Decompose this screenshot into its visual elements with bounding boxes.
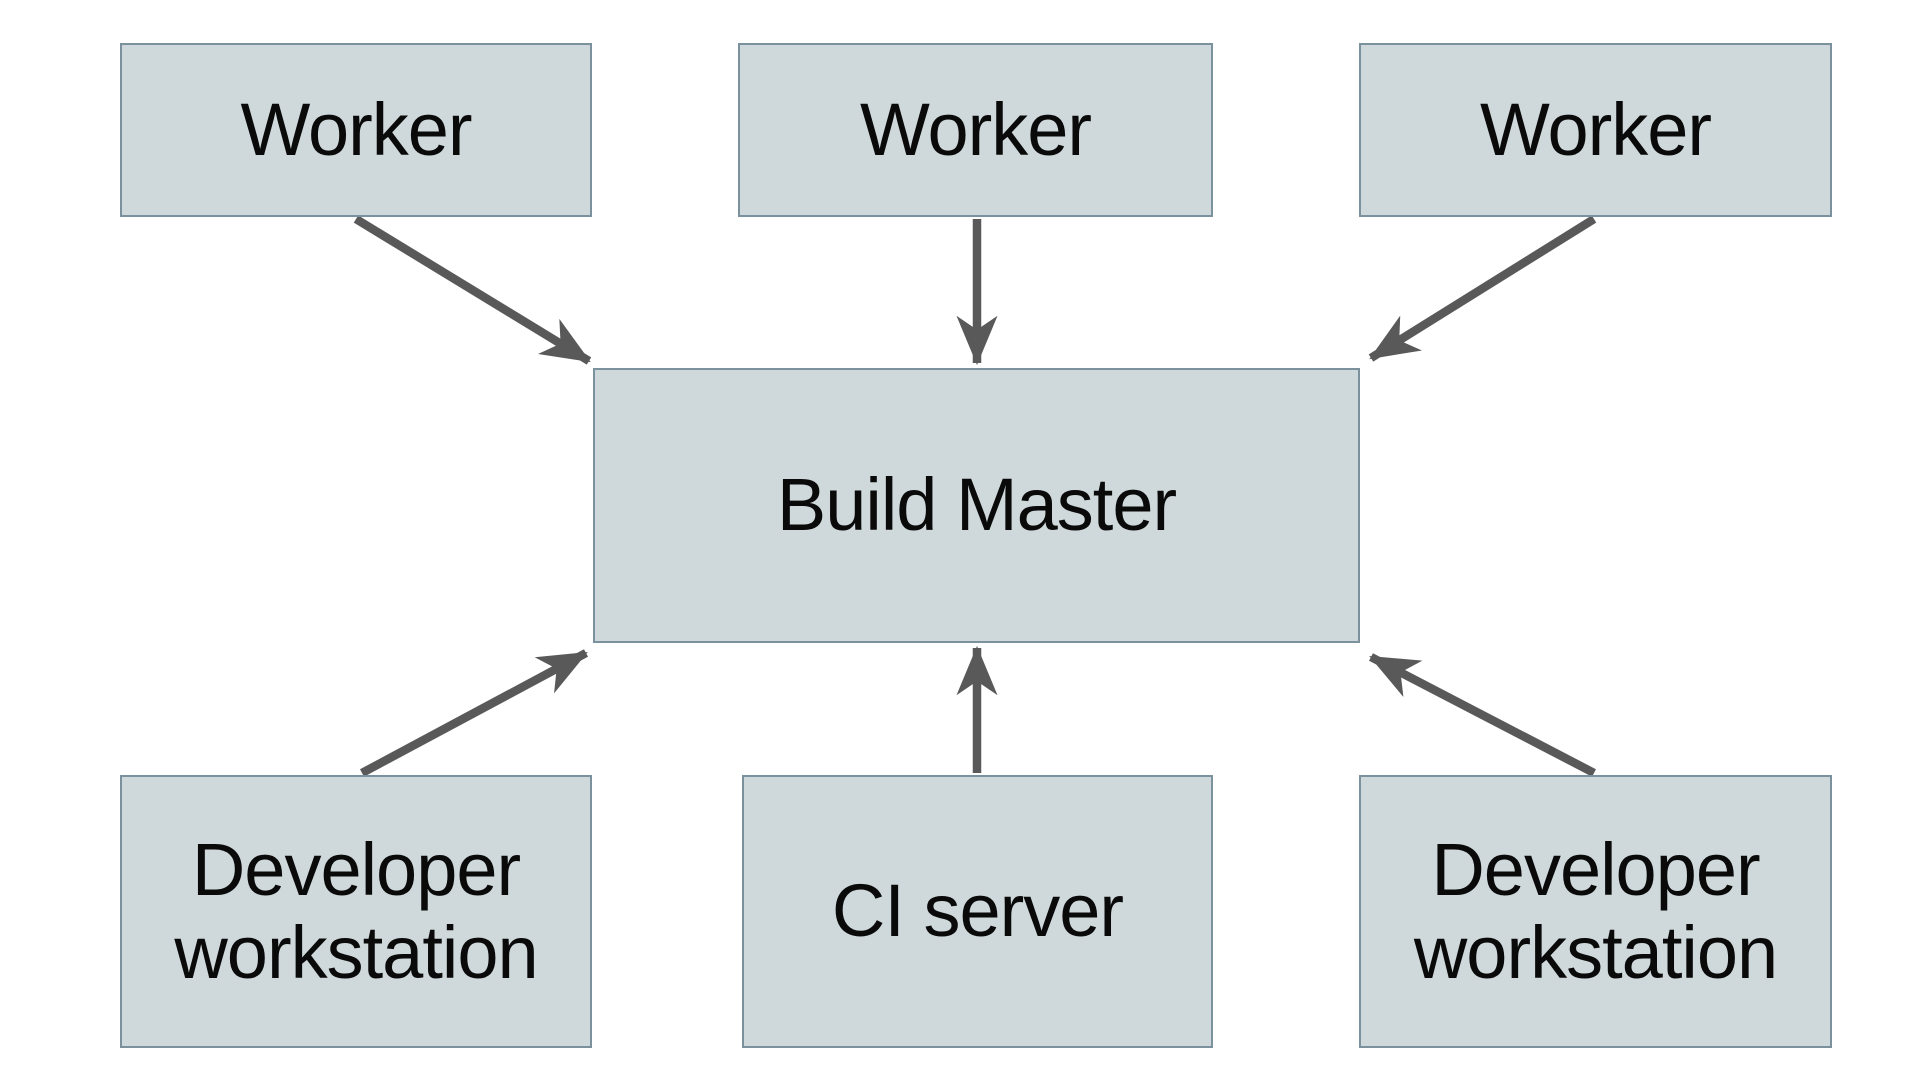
node-worker-2: Worker xyxy=(738,43,1213,217)
node-worker-2-label: Worker xyxy=(859,87,1092,171)
edge-devright-to-buildmaster xyxy=(1369,653,1596,777)
edge-worker1-to-buildmaster xyxy=(353,215,592,365)
node-build-master-label: Build Master xyxy=(776,463,1177,547)
edge-worker3-to-buildmaster xyxy=(1368,215,1597,362)
node-worker-1-label: Worker xyxy=(240,87,472,171)
node-developer-workstation-left-label: Developer workstation xyxy=(174,827,538,994)
node-ci-server: CI server xyxy=(742,775,1213,1048)
node-ci-server-label: CI server xyxy=(831,869,1124,953)
node-worker-1: Worker xyxy=(120,43,592,217)
node-worker-3: Worker xyxy=(1359,43,1832,217)
node-developer-workstation-right-label: Developer workstation xyxy=(1413,827,1778,994)
edge-devleft-to-buildmaster xyxy=(359,649,589,777)
node-developer-workstation-right: Developer workstation xyxy=(1359,775,1832,1048)
node-worker-3-label: Worker xyxy=(1479,87,1712,171)
node-developer-workstation-left: Developer workstation xyxy=(120,775,592,1048)
node-build-master: Build Master xyxy=(593,368,1360,643)
